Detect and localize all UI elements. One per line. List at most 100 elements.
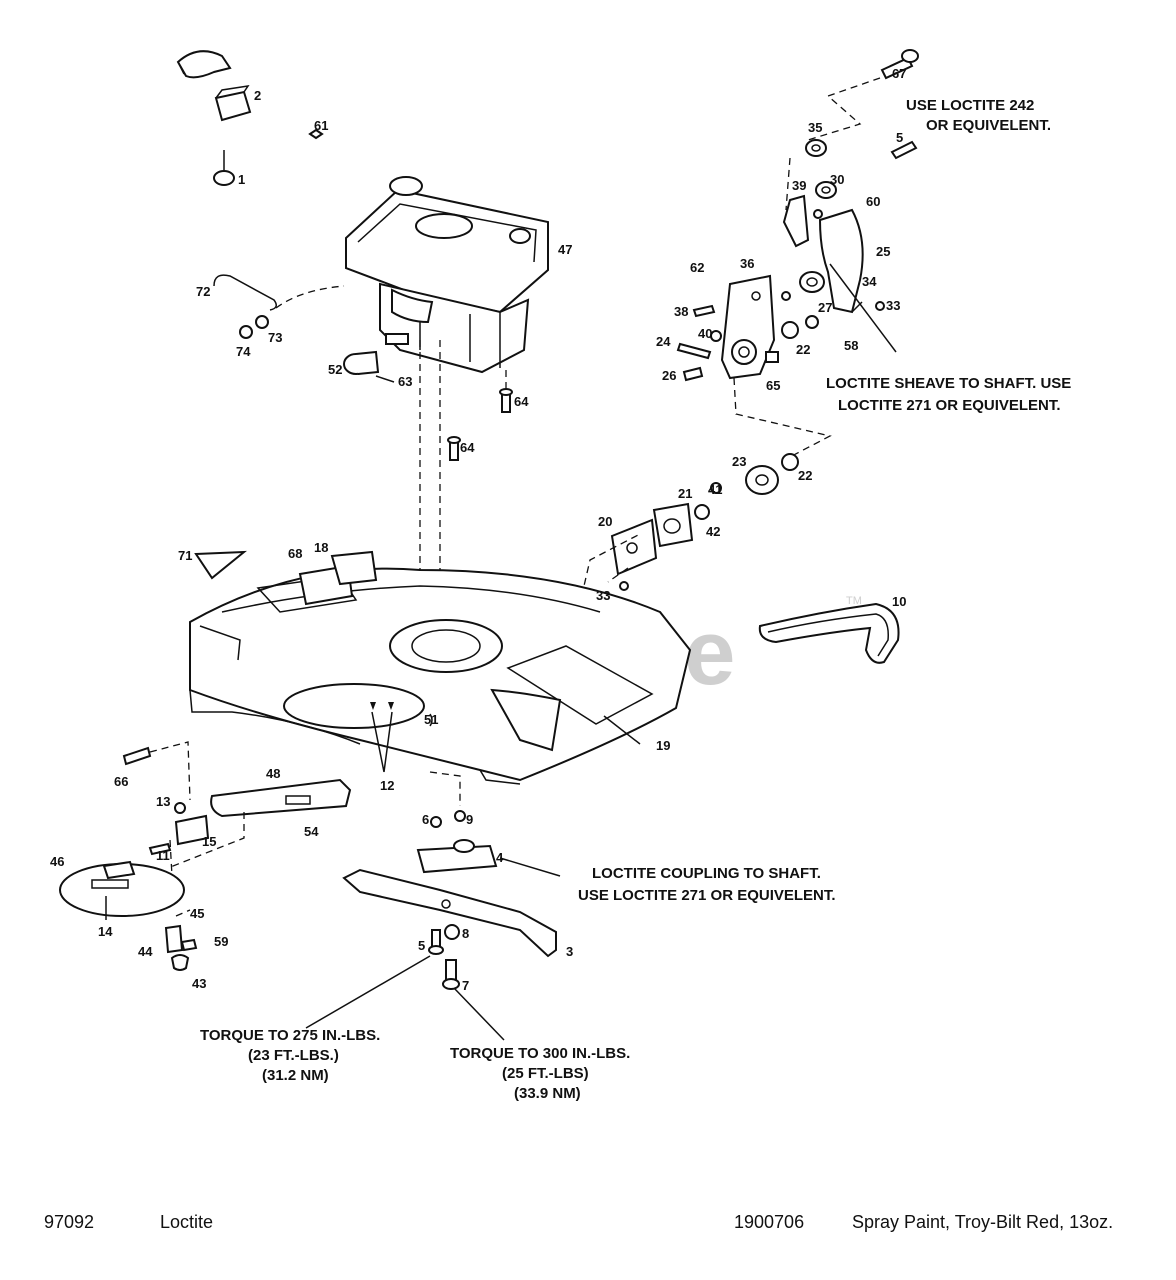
seal-part-21 (652, 502, 694, 548)
flap-guide-lines (167, 812, 245, 877)
washer-part-58 (805, 315, 819, 329)
spring-part-51 (429, 713, 433, 727)
gear-housing-part-36 (720, 274, 776, 380)
callout-8: 8 (462, 926, 469, 941)
callout-40: 40 (698, 326, 712, 341)
svg-text:(33.9 NM): (33.9 NM) (514, 1085, 581, 1102)
housing-guide-line (733, 377, 832, 459)
callout-12: 12 (380, 778, 394, 793)
washer-part-8 (444, 924, 460, 940)
starter-handle-part (176, 50, 232, 79)
bolt-67-guide-line (807, 77, 881, 141)
callout-52: 52 (328, 362, 342, 377)
blade-part-3 (342, 868, 557, 958)
callout-45: 45 (190, 906, 204, 921)
label-19-leader (603, 715, 641, 745)
clip-part-61 (308, 128, 324, 140)
callout-71: 71 (178, 548, 192, 563)
hinge-part-15 (174, 814, 210, 846)
sheave-note-leader (829, 263, 897, 353)
blade-adapter-part-4 (416, 839, 498, 874)
handle-bracket-part-2 (214, 84, 252, 122)
callout-33-mid: 33 (596, 588, 610, 603)
bolt-part-11 (148, 842, 172, 856)
callout-11: 11 (156, 848, 170, 863)
bracket-part-39 (782, 194, 810, 248)
callout-27: 27 (818, 300, 832, 315)
throttle-rod-part-72 (213, 274, 277, 311)
callout-73: 73 (268, 330, 282, 345)
callout-46: 46 (50, 854, 64, 869)
crankshaft-guide-line (429, 771, 461, 806)
plate-guide-line (607, 567, 629, 583)
bushing-part-22-top (781, 321, 799, 339)
bolt-part-26 (682, 366, 704, 382)
svg-text:LOCTITE SHEAVE TO SHAFT. USE: LOCTITE SHEAVE TO SHAFT. USE (826, 375, 1071, 392)
deck-housing-part (189, 567, 692, 785)
bolt-part-38 (692, 304, 716, 318)
callout-47: 47 (558, 242, 572, 257)
callout-38: 38 (674, 304, 688, 319)
callout-44: 44 (138, 944, 153, 959)
callout-9: 9 (466, 812, 473, 827)
callout-58: 58 (844, 338, 858, 353)
bushing-guide-line (785, 157, 791, 211)
belt-part-10 (758, 602, 900, 664)
callout-5-blade: 5 (418, 938, 425, 953)
note-torque-300: TORQUE TO 300 IN.-LBS. (25 FT.-LBS) (33.… (450, 1045, 630, 1102)
callout-51: 51 (424, 712, 438, 727)
callout-54: 54 (304, 824, 319, 839)
nut-part-65 (765, 351, 779, 363)
callout-65: 65 (766, 378, 780, 393)
bolt-66-guide-line (149, 741, 191, 801)
callout-14: 14 (98, 924, 113, 939)
bolt-part-5-top (890, 140, 918, 160)
screw-part-33-top (875, 301, 885, 311)
bracket-part-18 (330, 550, 378, 586)
ring-part-41 (710, 482, 722, 494)
callout-20: 20 (598, 514, 612, 529)
callout-64a: 64 (514, 394, 529, 409)
bearing-part-30 (815, 181, 837, 199)
footer-left-description: Loctite (160, 1212, 214, 1232)
callout-60: 60 (866, 194, 880, 209)
engine-part-47 (345, 176, 549, 374)
note-loctite-242: USE LOCTITE 242 OR EQUIVELENT. (906, 97, 1051, 134)
label-part-71 (194, 550, 247, 580)
svg-text:LOCTITE COUPLING TO SHAFT.: LOCTITE COUPLING TO SHAFT. (592, 865, 821, 882)
pulley-part-27 (799, 271, 825, 293)
callout-24: 24 (656, 334, 671, 349)
callout-18: 18 (314, 540, 328, 555)
bushing-part-22-mid (781, 453, 799, 471)
note-loctite-coupling: LOCTITE COUPLING TO SHAFT. USE LOCTITE 2… (578, 865, 836, 904)
callout-61: 61 (314, 118, 328, 133)
callout-48: 48 (266, 766, 280, 781)
callout-19: 19 (656, 738, 670, 753)
callout-43: 43 (192, 976, 206, 991)
screw-part-63 (375, 375, 395, 383)
bracket-part-48 (210, 778, 352, 818)
callout-34: 34 (862, 274, 877, 289)
callout-33-top: 33 (886, 298, 900, 313)
spring-part-44 (164, 924, 184, 954)
bolt-part-1 (213, 150, 235, 186)
callout-22-top: 22 (796, 342, 810, 357)
svg-text:(31.2 NM): (31.2 NM) (262, 1067, 329, 1084)
callout-15: 15 (202, 834, 216, 849)
pulley-part-23 (745, 465, 779, 495)
key-part-6 (430, 816, 442, 828)
svg-text:(23 FT.-LBS.): (23 FT.-LBS.) (248, 1047, 339, 1064)
bolt-part-67 (880, 49, 919, 80)
callout-67: 67 (892, 66, 906, 81)
callout-74: 74 (236, 344, 251, 359)
engine-bolt-part-64b (447, 436, 461, 461)
note-loctite-sheave: LOCTITE SHEAVE TO SHAFT. USE LOCTITE 271… (826, 375, 1071, 414)
callout-22-mid: 22 (798, 468, 812, 483)
bolt-part-12 (370, 702, 394, 710)
callout-72: 72 (196, 284, 210, 299)
callout-2: 2 (254, 88, 261, 103)
svg-text:(25 FT.-LBS): (25 FT.-LBS) (502, 1065, 589, 1082)
svg-text:LOCTITE 271 OR EQUIVELENT.: LOCTITE 271 OR EQUIVELENT. (838, 397, 1061, 414)
callout-1: 1 (238, 172, 245, 187)
